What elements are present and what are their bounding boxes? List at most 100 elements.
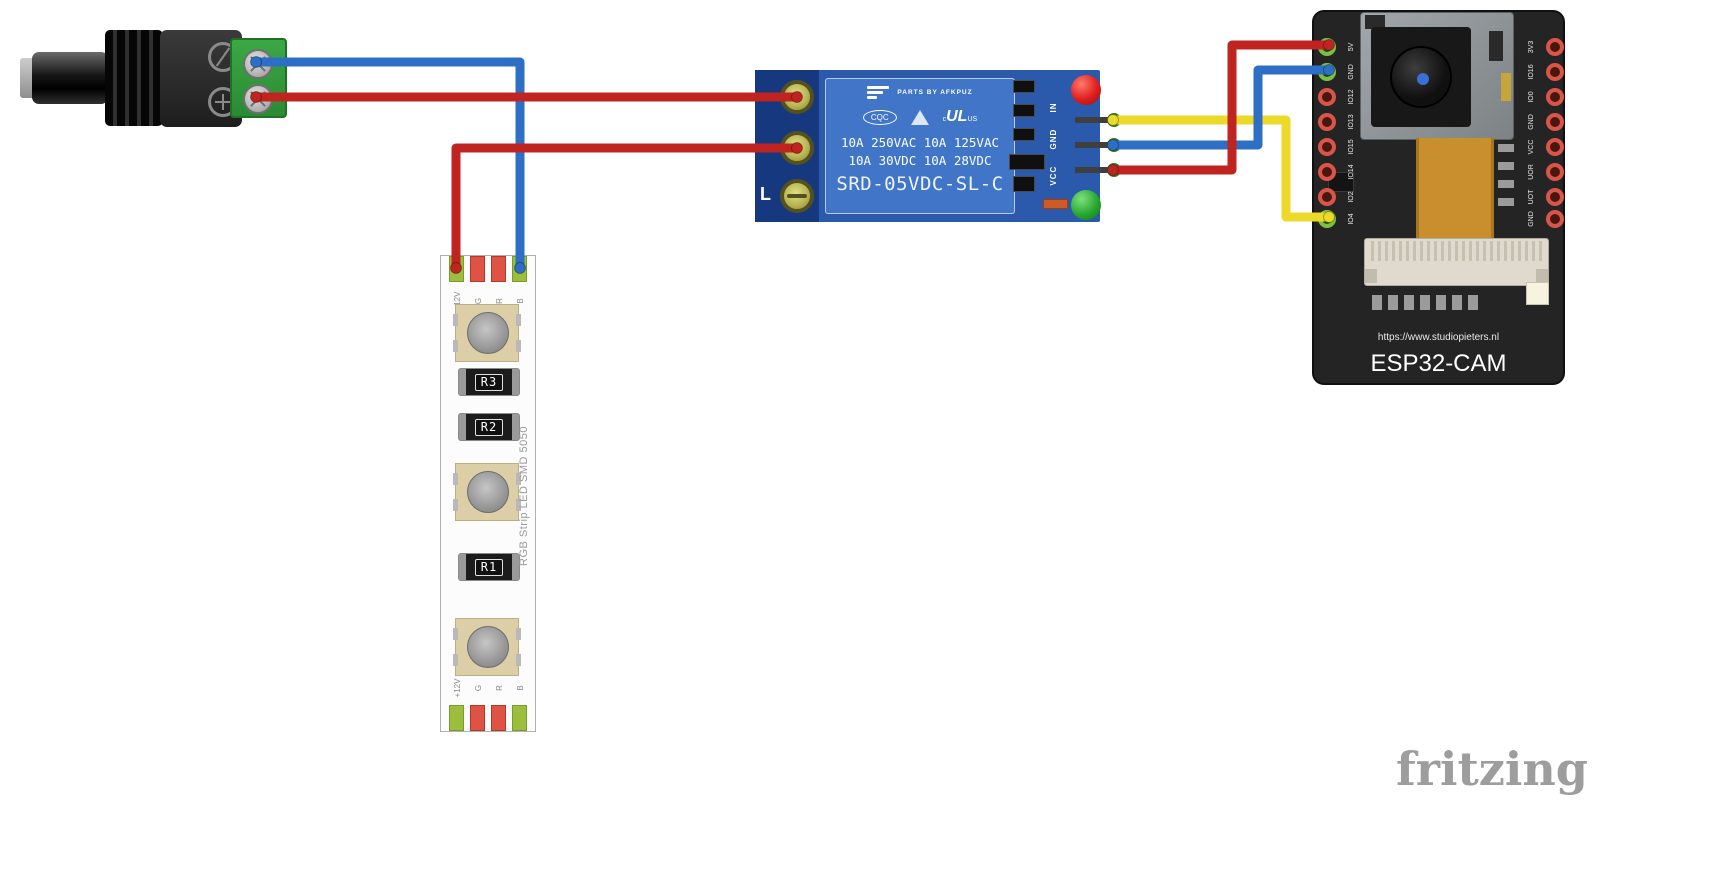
led-lens [467,312,509,354]
esp32-pin-io13[interactable] [1318,113,1336,131]
esp32-pin-io14[interactable] [1318,163,1336,181]
esp32-pin-5v[interactable] [1318,38,1336,56]
strip-pad-r-top[interactable] [491,256,506,282]
pin-label: GND [1347,64,1355,80]
strip-pad-b-top[interactable] [512,256,527,282]
led-lens [467,626,509,668]
relay-screw-terminals: L [755,70,819,222]
relay-rating-ac: 10A 250VAC 10A 125VAC [840,135,1000,150]
pin-label: 3V3 [1527,40,1535,54]
jack-ridges [105,30,163,126]
shield-slot [1489,31,1503,61]
esp32-pin-gnd-right1[interactable] [1546,113,1564,131]
terminal-screw-top[interactable] [243,49,273,79]
fpc-latch [1365,269,1377,283]
wire-blue-supply-to-strip-b[interactable] [251,57,525,273]
smd-component [1009,154,1045,170]
relay-corner-mark: L [760,184,771,204]
antenna-connector [1501,73,1511,101]
smd-component [1013,80,1035,93]
relay-model: SRD-05VDC-SL-C [836,173,1004,195]
wire-yellow-relay-in-to-esp32[interactable] [1108,115,1334,222]
esp32-pin-io4[interactable] [1318,210,1336,228]
screw-terminal-block [230,38,287,118]
wire-blue-relay-gnd-to-esp32[interactable] [1108,65,1334,150]
resistor-r3: R3 [458,368,520,396]
esp32-pin-io2[interactable] [1318,188,1336,206]
fpc-teeth [1371,241,1542,261]
flash-led [1526,282,1549,305]
pin-label: IO13 [1347,114,1355,130]
relay-rating-dc: 10A 30VDC 10A 28VDC [848,153,992,168]
pin-label: IO14 [1347,164,1355,180]
esp32-pin-io15[interactable] [1318,138,1336,156]
shield-slot [1365,15,1385,29]
triangle-cert-icon [910,109,929,125]
esp32-pin-uot[interactable] [1546,188,1564,206]
pin-label: IO12 [1347,89,1355,105]
relay-pin-header-label: VCC GND IN [1049,102,1058,186]
pin-label: 5V [1347,42,1355,52]
wire-red-relay-to-strip-12v[interactable] [451,143,802,273]
rgb-led-strip[interactable]: +12V G R B R3 R2 R1 RGB Strip LED SMD 50… [440,255,536,732]
pin-label: VCC [1527,139,1535,155]
camera-flex-cable [1416,138,1494,248]
cqc-mark: CQC [862,109,897,125]
terminal-screw-bottom[interactable] [243,84,273,114]
pin-label: IO16 [1527,64,1535,80]
relay-brand-text: PARTS BY AFKPUZ [897,88,973,96]
esp32-pin-io16[interactable] [1546,63,1564,81]
smd-passives-row [1372,295,1382,310]
esp32-title: ESP32-CAM [1370,350,1507,377]
resistor-smd [1043,199,1068,209]
relay-pin-gnd[interactable] [1075,138,1121,152]
smd-component [1498,162,1514,170]
camera-lens [1390,46,1452,108]
relay-pin-vcc[interactable] [1075,163,1121,177]
esp32-pin-gnd-right2[interactable] [1546,210,1564,228]
pin-label: GND [1527,114,1535,130]
wire-red-relay-vcc-to-esp32[interactable] [1108,40,1334,175]
strip-pad-g-top[interactable] [470,256,485,282]
pin-label: IO15 [1347,139,1355,155]
esp32-cam-board[interactable]: 5V GND IO12 IO13 IO15 IO14 IO2 IO4 3V3 I… [1312,10,1565,385]
led-smd5050 [453,618,521,676]
strip-pad-12v-bottom[interactable] [449,705,464,731]
esp32-pin-io0[interactable] [1546,88,1564,106]
dc-barrel-jack[interactable] [20,28,288,130]
strip-pad-12v-top[interactable] [449,256,464,282]
lens-glint [1417,73,1429,85]
strip-pad-b-bottom[interactable] [512,705,527,731]
esp32-pin-uor[interactable] [1546,163,1564,181]
pin-label: UOR [1527,164,1535,180]
led-lens [467,471,509,513]
camera-shield [1360,12,1514,140]
esp32-pin-io12[interactable] [1318,88,1336,106]
pad-label: B [515,685,525,691]
esp32-pin-vcc[interactable] [1546,138,1564,156]
relay-pin-in[interactable] [1075,113,1121,127]
smd-component [1013,128,1035,141]
esp32-pin-gnd-left[interactable] [1318,63,1336,81]
pin-label: GND [1527,211,1535,227]
camera-module [1371,27,1471,127]
smd-component [1498,180,1514,188]
fritzing-watermark: fritzing [1396,742,1588,796]
smd-component [1013,176,1035,192]
relay-terminal-3[interactable] [780,179,814,213]
relay-led-red [1071,75,1101,105]
strip-pad-g-bottom[interactable] [470,705,485,731]
smd-component [1498,198,1514,206]
fpc-latch [1536,269,1548,283]
smd-component [1013,104,1035,117]
songle-logo-icon [867,84,890,101]
led-smd5050 [453,304,521,362]
relay-terminal-2[interactable] [780,131,814,165]
relay-terminal-1[interactable] [780,80,814,114]
strip-pad-r-bottom[interactable] [491,705,506,731]
pin-label: IO4 [1347,213,1355,225]
esp32-pin-3v3[interactable] [1546,38,1564,56]
